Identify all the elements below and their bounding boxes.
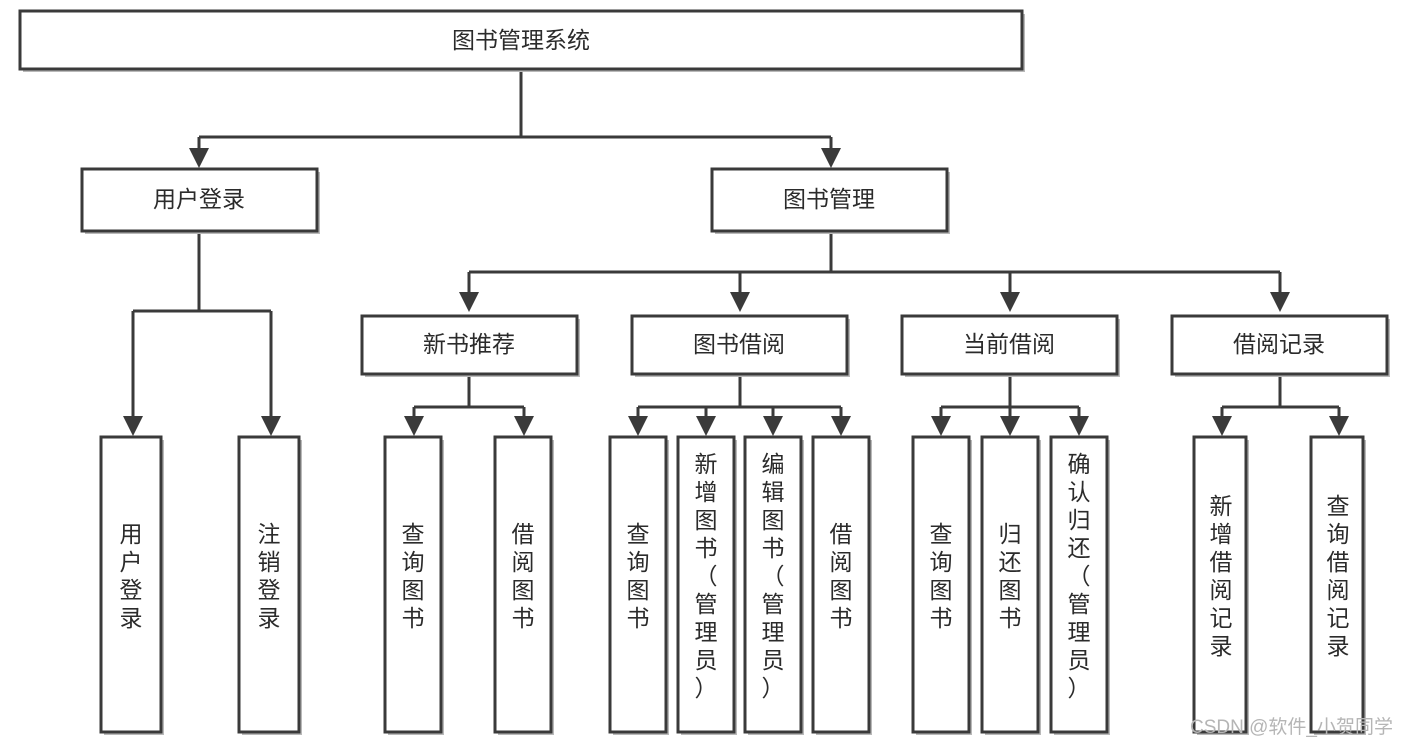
arrow-to-leaf-add-book <box>696 416 716 436</box>
arrow-to-leaf-query-book-2 <box>628 416 648 436</box>
leaf-query-book-2[interactable]: 查询图书 <box>608 435 669 735</box>
book-borrow-label: 图书借阅 <box>693 331 785 357</box>
arrow-to-user-login <box>189 148 209 168</box>
arrow-to-leaf-edit-book <box>763 416 783 436</box>
book-borrow-box[interactable] <box>630 314 849 376</box>
leaf-query-book-3-label: 查询图书 <box>930 521 953 631</box>
leaf-add-book-box[interactable] <box>676 435 736 734</box>
arrow-to-leaf-query-book-1 <box>404 416 424 436</box>
arrow-to-borrow-record <box>1270 292 1290 312</box>
edge-borrowrecord-to-bus <box>1220 374 1341 418</box>
edge-bookmanage-to-bus <box>467 234 1282 294</box>
leaf-add-book-label: 新增图书（管理员） <box>695 451 718 701</box>
new-book-recommend-label: 新书推荐 <box>423 331 515 357</box>
leaf-add-book[interactable]: 新增图书（管理员） <box>676 435 737 735</box>
root-label: 图书管理系统 <box>452 27 590 53</box>
leaf-query-book-3[interactable]: 查询图书 <box>911 435 972 735</box>
arrow-to-book-manage <box>821 148 841 168</box>
user-login-label: 用户登录 <box>153 186 245 212</box>
arrow-to-leaf-return-book <box>1000 416 1020 436</box>
leaf-query-record-box[interactable] <box>1309 435 1365 734</box>
leaf-confirm-return-box[interactable] <box>1049 435 1109 734</box>
edge-newbook-to-bus <box>412 374 526 418</box>
borrow-record-box[interactable] <box>1170 314 1389 376</box>
borrow-record-label: 借阅记录 <box>1233 331 1325 357</box>
leaf-query-record[interactable]: 查询借阅记录 <box>1309 435 1366 735</box>
new-book-recommend-box[interactable] <box>360 314 579 376</box>
arrow-to-leaf-borrow-book-2 <box>831 416 851 436</box>
leaf-confirm-return-label: 确认归还（管理员） <box>1068 451 1091 701</box>
arrow-to-leaf-confirm-return <box>1069 416 1089 436</box>
leaf-edit-book[interactable]: 编辑图书（管理员） <box>743 435 804 735</box>
edge-root-to-bus <box>197 70 833 150</box>
leaf-borrow-book-1-box[interactable] <box>493 435 553 734</box>
leaf-query-book-1-label: 查询图书 <box>402 521 425 631</box>
leaf-query-record-label: 查询借阅记录 <box>1327 493 1350 659</box>
edge-bookborrow-to-bus <box>636 374 843 418</box>
leaf-user-logout-box[interactable] <box>237 435 301 734</box>
leaf-user-login-label: 用户登录 <box>120 521 143 631</box>
user-login-box[interactable] <box>80 167 319 233</box>
leaf-return-book-box[interactable] <box>980 435 1040 734</box>
current-borrow-label: 当前借阅 <box>963 331 1055 357</box>
arrow-to-leaf-query-book-3 <box>931 416 951 436</box>
leaf-user-login[interactable]: 用户登录 <box>99 435 164 735</box>
leaf-return-book-label: 归还图书 <box>999 521 1022 631</box>
node-borrow-record[interactable]: 借阅记录 <box>1170 314 1390 377</box>
leaf-return-book[interactable]: 归还图书 <box>980 435 1041 735</box>
current-borrow-box[interactable] <box>900 314 1119 376</box>
arrow-to-current-borrow <box>1000 292 1020 312</box>
arrow-to-book-borrow <box>730 292 750 312</box>
leaf-edit-book-label: 编辑图书（管理员） <box>762 451 785 701</box>
leaf-user-logout[interactable]: 注销登录 <box>237 435 302 735</box>
leaf-user-logout-label: 注销登录 <box>258 521 281 631</box>
leaf-user-login-box[interactable] <box>99 435 163 734</box>
root-box[interactable] <box>18 9 1024 71</box>
arrow-to-leaf-borrow-book-1 <box>514 416 534 436</box>
node-book-borrow[interactable]: 图书借阅 <box>630 314 850 377</box>
node-new-book-recommend[interactable]: 新书推荐 <box>360 314 580 377</box>
leaf-borrow-book-2[interactable]: 借阅图书 <box>811 435 872 735</box>
leaf-query-book-2-box[interactable] <box>608 435 668 734</box>
node-root[interactable]: 图书管理系统 <box>18 9 1025 72</box>
edge-currentborrow-to-bus <box>939 374 1081 418</box>
leaf-add-record-box[interactable] <box>1192 435 1248 734</box>
book-manage-label: 图书管理 <box>783 186 875 212</box>
node-user-login[interactable]: 用户登录 <box>80 167 320 234</box>
leaf-query-book-2-label: 查询图书 <box>627 521 650 631</box>
leaf-add-record[interactable]: 新增借阅记录 <box>1192 435 1249 735</box>
leaf-borrow-book-1[interactable]: 借阅图书 <box>493 435 554 735</box>
leaf-borrow-book-2-box[interactable] <box>811 435 871 734</box>
leaf-borrow-book-2-label: 借阅图书 <box>830 521 853 631</box>
arrow-to-leaf-add-record <box>1212 416 1232 436</box>
leaf-query-book-1-box[interactable] <box>383 435 443 734</box>
node-current-borrow[interactable]: 当前借阅 <box>900 314 1120 377</box>
leaf-query-book-3-box[interactable] <box>911 435 971 734</box>
arrow-to-new-book-recommend <box>459 292 479 312</box>
leaf-borrow-book-1-label: 借阅图书 <box>512 521 535 631</box>
edges-layer <box>123 70 1349 436</box>
arrow-to-leaf-user-logout <box>261 416 281 436</box>
leaf-confirm-return[interactable]: 确认归还（管理员） <box>1049 435 1110 735</box>
leaf-edit-book-box[interactable] <box>743 435 803 734</box>
arrow-to-leaf-query-record <box>1329 416 1349 436</box>
leaf-add-record-label: 新增借阅记录 <box>1210 493 1233 659</box>
edge-userlogin-to-bus <box>131 234 273 418</box>
leaf-query-book-1[interactable]: 查询图书 <box>383 435 444 735</box>
node-book-manage[interactable]: 图书管理 <box>710 167 950 234</box>
arrow-to-leaf-user-login <box>123 416 143 436</box>
book-manage-box[interactable] <box>710 167 949 233</box>
